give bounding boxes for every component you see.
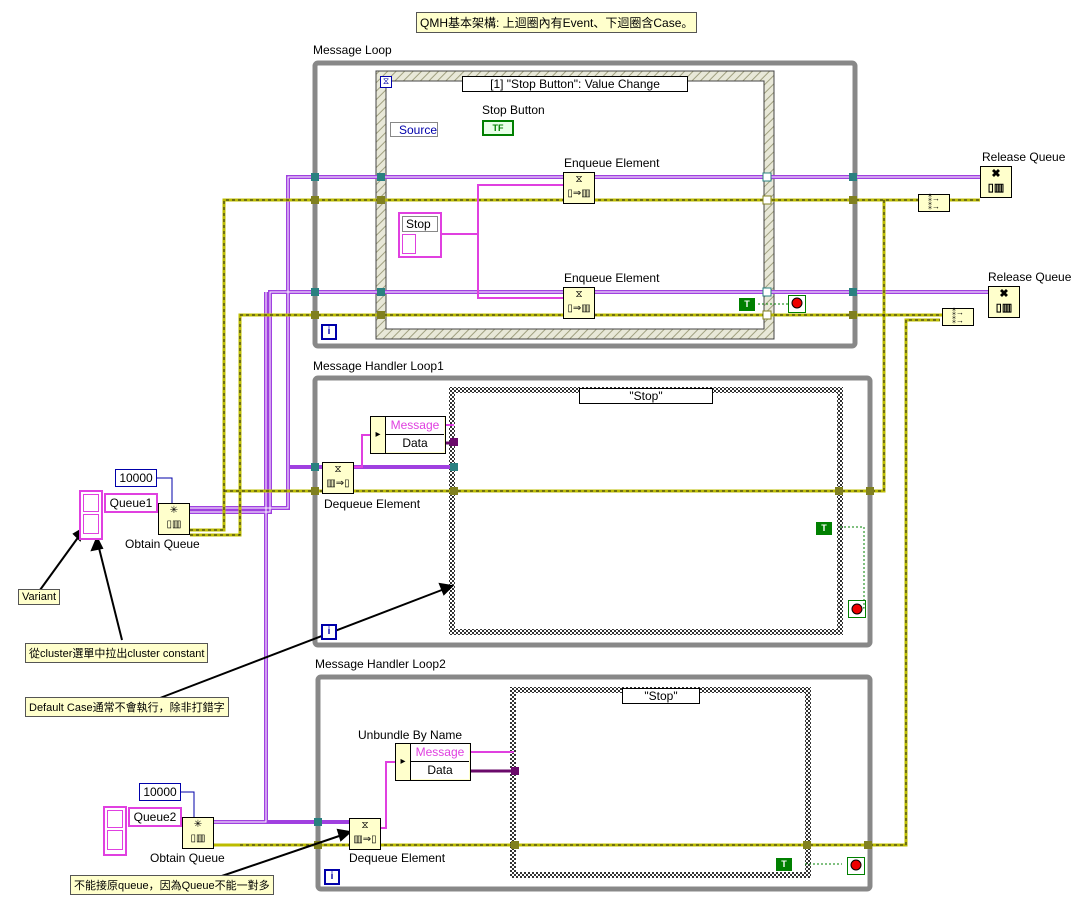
true-constant-1[interactable]: T [739,298,755,311]
title-note: QMH基本架構: 上迴圈內有Event、下迴圈含Case。 [416,12,698,33]
unbundle-data-2: Data [411,762,469,779]
element-type-cluster-1[interactable] [79,490,103,540]
true-constant-2[interactable]: T [816,522,832,535]
release2-label: Release Queue [988,270,1072,284]
unbundle-node-1[interactable]: ▸ Message Data [370,416,446,454]
event-selector[interactable]: [1] "Stop Button": Value Change [462,76,688,92]
queue1-name-constant[interactable]: Queue1 [104,493,158,513]
tf-label: TF [492,123,504,133]
variant-note: Variant [18,589,61,605]
queue-size-constant-1[interactable]: 10000 [115,469,157,487]
release2-node[interactable]: ✖▯▥ [988,286,1020,318]
unbundle-data-1: Data [386,435,444,452]
stop-terminal-1[interactable] [788,295,806,313]
stop-button-label: Stop Button [482,103,545,117]
source-label: Source [399,123,438,137]
release1-label: Release Queue [982,150,1066,164]
loop-tunnels [311,172,874,849]
enqueue1-label: Enqueue Element [564,156,660,170]
case-selector-2-label: "Stop" [644,689,678,703]
release1-node[interactable]: ✖▯▥ [980,166,1012,198]
stop-cluster-label: Stop [402,216,438,232]
merge-errors-2[interactable]: ⁑→⁑→ [942,308,974,326]
obtain1-label: Obtain Queue [125,537,200,551]
iteration-terminal-2: i [321,624,337,640]
dequeue2-label: Dequeue Element [349,851,446,865]
unbundle-node-2[interactable]: ▸ Message Data [395,743,471,781]
message-loop-frame[interactable] [312,60,858,349]
dequeue2-node[interactable]: ⧖▥⇒▯ [349,818,381,850]
stop-cluster-constant[interactable]: Stop [398,212,442,258]
handler-loop2-label: Message Handler Loop2 [315,657,446,671]
unbundle-message-2: Message [411,744,469,762]
stop-button-terminal[interactable]: TF [482,120,514,136]
stop-terminal-3[interactable] [847,857,865,875]
stop-terminal-2[interactable] [848,600,866,618]
dequeue1-label: Dequeue Element [324,497,421,511]
element-type-cluster-2[interactable] [103,806,127,856]
default-case-note: Default Case通常不會執行，除非打錯字 [25,697,229,717]
event-icon: ⧖ [380,76,392,88]
case-structure-2-frame[interactable] [510,687,811,878]
enqueue2-node[interactable]: ⧖▯⇒▥ [563,287,595,319]
iteration-terminal-3: i [324,869,340,885]
merge-errors-1[interactable]: ⁑→⁑→ [918,194,950,212]
enqueue1-node[interactable]: ⧖▯⇒▥ [563,172,595,204]
unbundle-label: Unbundle By Name [358,728,463,742]
handler-loop1-frame[interactable] [312,375,873,648]
handler-loop1-label: Message Handler Loop1 [313,359,444,373]
true-constant-3[interactable]: T [776,858,792,871]
queue2-name-constant[interactable]: Queue2 [128,807,182,827]
no-shared-queue-note: 不能接原queue，因為Queue不能一對多 [70,875,274,895]
event-selector-label: [1] "Stop Button": Value Change [490,77,660,91]
obtain2-node[interactable]: ✳▯▥ [182,817,214,849]
case-structure-1-frame[interactable] [449,387,843,635]
iteration-terminal-1: i [321,324,337,340]
source-terminal[interactable]: Source [390,122,438,137]
cluster-note: 從cluster選單中拉出cluster constant [25,643,209,663]
handler-loop2-frame[interactable] [315,674,873,892]
case-selector-2[interactable]: "Stop" [622,688,700,704]
enqueue2-label: Enqueue Element [564,271,660,285]
obtain1-node[interactable]: ✳▯▥ [158,503,190,535]
case-selector-1-label: "Stop" [629,389,663,403]
queue-size-constant-2[interactable]: 10000 [139,783,181,801]
dequeue1-node[interactable]: ⧖▥⇒▯ [322,462,354,494]
case-selector-1[interactable]: "Stop" [579,388,713,404]
unbundle-message-1: Message [386,417,444,435]
obtain2-label: Obtain Queue [150,851,225,865]
message-loop-label: Message Loop [313,43,392,57]
